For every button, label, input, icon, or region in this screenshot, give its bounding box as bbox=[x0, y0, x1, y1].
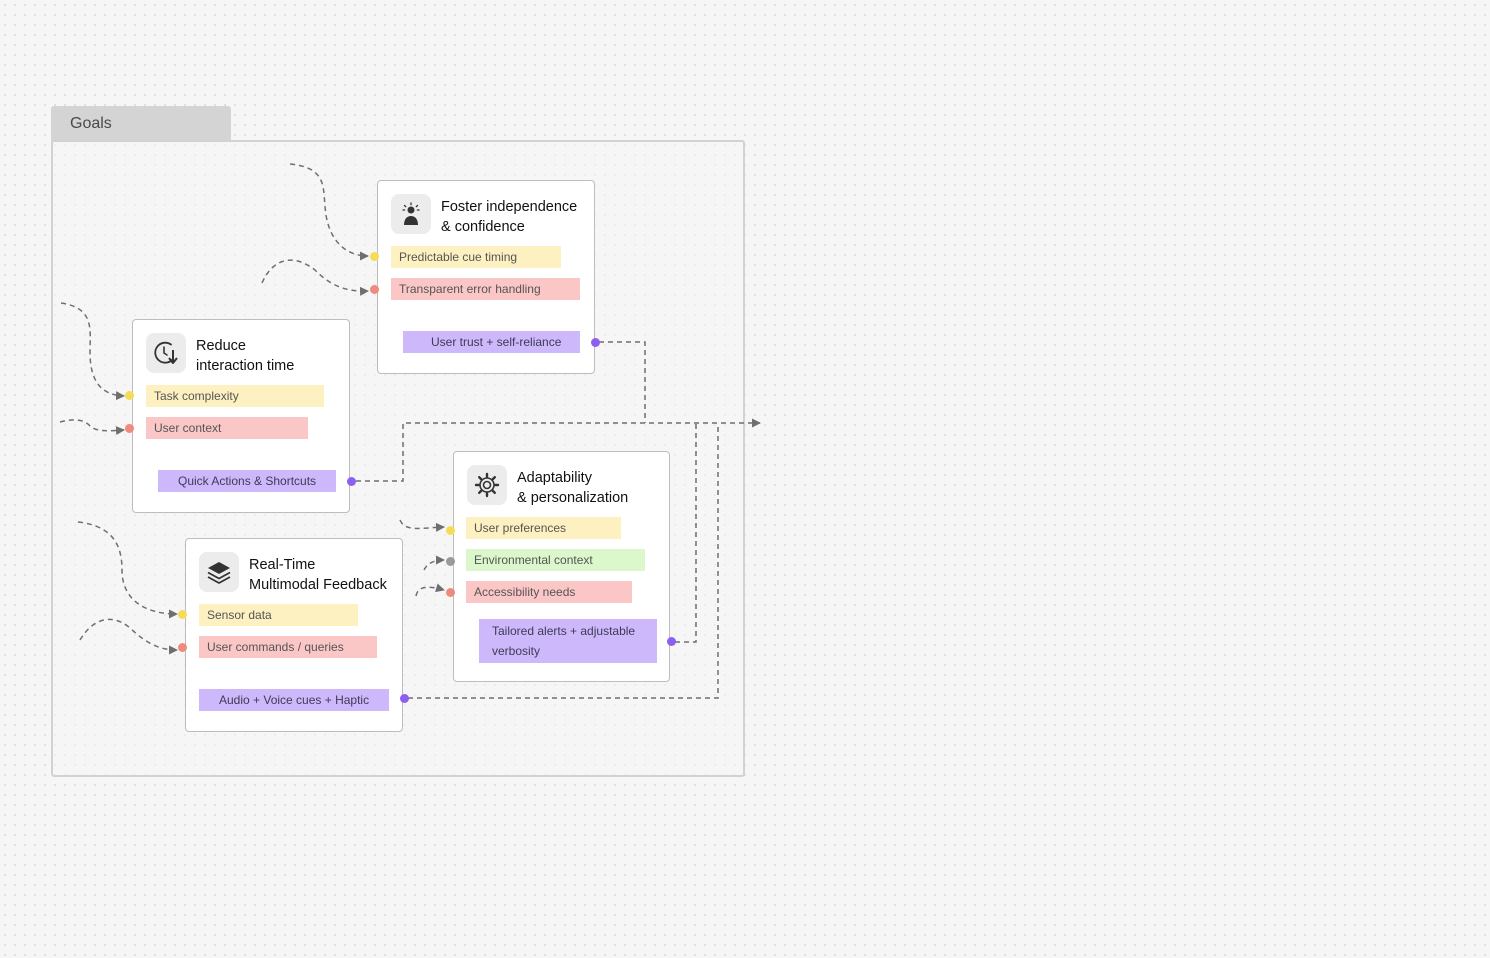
output-port[interactable] bbox=[591, 338, 600, 347]
output-user-trust[interactable]: User trust + self-reliance bbox=[403, 331, 580, 353]
connector-into-realtime-commands[interactable] bbox=[79, 618, 178, 655]
input-transparent-error-handling[interactable]: Transparent error handling bbox=[391, 278, 580, 300]
input-port[interactable] bbox=[446, 526, 455, 535]
output-port[interactable] bbox=[347, 477, 356, 486]
connector-into-adapt-accessibility[interactable] bbox=[415, 583, 445, 597]
input-port[interactable] bbox=[178, 610, 187, 619]
input-predictable-cue-timing[interactable]: Predictable cue timing bbox=[391, 246, 561, 268]
input-port[interactable] bbox=[370, 285, 379, 294]
input-environmental-context[interactable]: Environmental context bbox=[466, 549, 645, 571]
connector-into-realtime-sensor[interactable] bbox=[77, 521, 178, 619]
connector-from-adapt-output[interactable] bbox=[675, 423, 697, 643]
output-quick-actions[interactable]: Quick Actions & Shortcuts bbox=[158, 470, 336, 492]
card-title: Adaptability & personalization bbox=[517, 470, 629, 506]
connector-into-adapt-preferences[interactable] bbox=[399, 519, 445, 532]
input-port[interactable] bbox=[178, 643, 187, 652]
card-title: Reduce interaction time bbox=[196, 338, 295, 374]
clock-rewind-icon bbox=[146, 333, 186, 373]
goal-card-adaptability[interactable]: Adaptability & personalization User pref… bbox=[453, 451, 670, 682]
connector-from-realtime-output[interactable] bbox=[408, 423, 719, 699]
connector-into-reduce-context[interactable] bbox=[59, 419, 125, 436]
card-title: Real-Time Multimodal Feedback bbox=[249, 557, 387, 593]
input-user-preferences[interactable]: User preferences bbox=[466, 517, 621, 539]
input-port[interactable] bbox=[446, 557, 455, 566]
section-label-text: Goals bbox=[70, 115, 112, 132]
output-audio-voice-haptic[interactable]: Audio + Voice cues + Haptic bbox=[199, 689, 389, 711]
input-port[interactable] bbox=[370, 252, 379, 261]
output-tailored-alerts[interactable]: Tailored alerts + adjustable verbosity bbox=[479, 619, 657, 663]
goal-card-reduce-interaction-time[interactable]: Reduce interaction time Task complexity … bbox=[132, 319, 350, 513]
gear-icon bbox=[467, 465, 507, 505]
input-port[interactable] bbox=[125, 424, 134, 433]
connector-from-reduce-output[interactable] bbox=[356, 418, 761, 482]
person-sun-icon bbox=[391, 194, 431, 234]
output-port[interactable] bbox=[667, 637, 676, 646]
connector-into-adapt-environment[interactable] bbox=[423, 555, 445, 571]
section-label[interactable]: Goals bbox=[51, 106, 231, 142]
input-task-complexity[interactable]: Task complexity bbox=[146, 385, 324, 407]
input-user-commands[interactable]: User commands / queries bbox=[199, 636, 377, 658]
connector-into-foster-error[interactable] bbox=[261, 259, 369, 296]
input-port[interactable] bbox=[125, 391, 134, 400]
connector-into-reduce-complexity[interactable] bbox=[60, 302, 125, 401]
input-sensor-data[interactable]: Sensor data bbox=[199, 604, 358, 626]
input-port[interactable] bbox=[446, 588, 455, 597]
goal-card-foster-independence[interactable]: Foster independence & confidence Predict… bbox=[377, 180, 595, 374]
card-title: Foster independence & confidence bbox=[441, 199, 578, 235]
connector-from-foster-output[interactable] bbox=[599, 341, 646, 423]
layers-icon bbox=[199, 552, 239, 592]
input-user-context[interactable]: User context bbox=[146, 417, 308, 439]
goal-card-realtime-feedback[interactable]: Real-Time Multimodal Feedback Sensor dat… bbox=[185, 538, 403, 732]
connector-into-foster-timing[interactable] bbox=[289, 163, 369, 261]
output-port[interactable] bbox=[400, 694, 409, 703]
input-accessibility-needs[interactable]: Accessibility needs bbox=[466, 581, 632, 603]
